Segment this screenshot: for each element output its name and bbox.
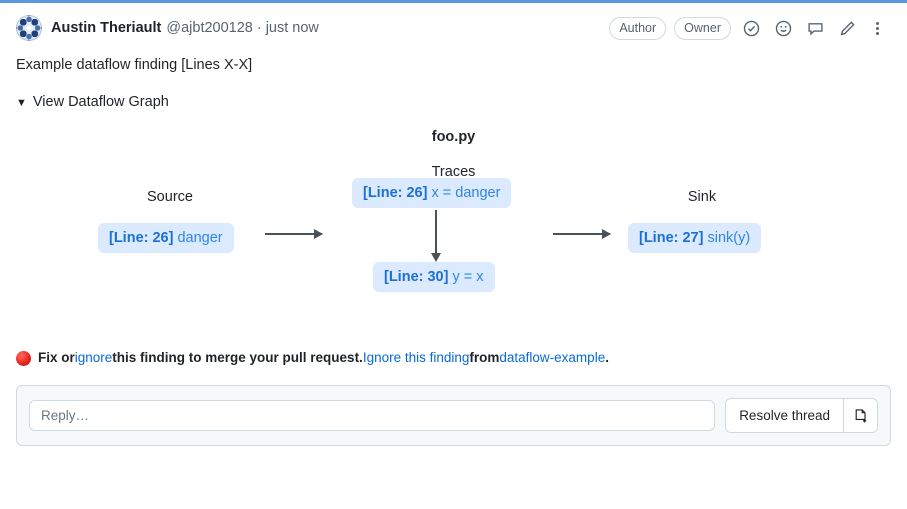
graph-file-label: foo.py: [431, 129, 476, 145]
kebab-icon[interactable]: [869, 16, 885, 40]
graph-node-sink-code: sink(y): [707, 230, 751, 246]
kebab-dot: [875, 31, 879, 35]
badge-author: Author: [609, 16, 667, 40]
pencil-icon[interactable]: [835, 16, 859, 40]
resolve-thread-button[interactable]: Resolve thread: [726, 399, 843, 432]
graph-node-source[interactable]: [Line: 26] danger: [98, 223, 234, 253]
graph-node-source-line: [Line: 26]: [109, 230, 174, 246]
author-handle[interactable]: @ajbt200128: [166, 20, 253, 36]
timestamp[interactable]: just now: [265, 20, 319, 36]
graph-node-trace-1-code: x = danger: [431, 185, 501, 201]
avatar[interactable]: [16, 15, 42, 41]
reply-box: Resolve thread: [16, 385, 891, 446]
comment-header: Austin Theriault @ajbt200128 · just now …: [0, 3, 907, 44]
graph-node-trace-2-code: y = x: [452, 269, 484, 285]
graph-node-trace-2[interactable]: [Line: 30] y = x: [373, 262, 495, 292]
comment-body: Example dataflow finding [Lines X-X] ▼ V…: [0, 44, 907, 110]
reply-actions: Resolve thread: [725, 398, 878, 433]
kebab-dot: [875, 21, 879, 25]
graph-arrow-source-to-trace: [265, 229, 323, 239]
graph-node-trace-1[interactable]: [Line: 26] x = danger: [352, 178, 512, 208]
reply-input[interactable]: [29, 400, 716, 431]
view-dataflow-graph-label: View Dataflow Graph: [32, 94, 169, 110]
dataflow-graph: foo.py Traces Source Sink [Line: 26] dan…: [0, 114, 907, 344]
graph-node-trace-2-line: [Line: 30]: [384, 269, 449, 285]
fix-or-ignore-line: Fix or ignore this finding to merge your…: [0, 348, 907, 368]
new-file-icon[interactable]: [843, 399, 877, 432]
author-name[interactable]: Austin Theriault: [51, 20, 162, 36]
meta-separator: ·: [256, 20, 262, 36]
check-circle-icon[interactable]: [739, 16, 763, 40]
graph-sink-label: Sink: [687, 189, 717, 205]
view-dataflow-graph-toggle[interactable]: ▼ View Dataflow Graph: [16, 94, 169, 110]
comment-icon[interactable]: [803, 16, 827, 40]
graph-node-sink[interactable]: [Line: 27] sink(y): [628, 223, 762, 253]
graph-node-trace-1-line: [Line: 26]: [363, 185, 428, 201]
graph-traces-label: Traces: [431, 164, 476, 180]
chevron-down-icon: ▼: [16, 97, 27, 109]
badge-owner: Owner: [674, 16, 731, 40]
graph-node-source-code: danger: [177, 230, 223, 246]
fix-line-text-1: Fix or: [38, 350, 75, 365]
graph-arrow-trace-to-sink: [553, 229, 611, 239]
graph-source-label: Source: [147, 189, 193, 205]
fix-line-text-2: this finding to merge your pull request.: [112, 350, 363, 365]
fix-line-text-4: .: [605, 350, 609, 365]
finding-title: Example dataflow finding [Lines X-X]: [16, 57, 253, 73]
ignore-link[interactable]: ignore: [74, 350, 113, 365]
kebab-dot: [875, 26, 879, 30]
graph-arrow-trace1-to-trace2: [431, 210, 441, 262]
rule-link[interactable]: dataflow-example: [499, 350, 606, 365]
smiley-icon[interactable]: [771, 16, 795, 40]
graph-node-sink-line: [Line: 27]: [639, 230, 704, 246]
red-circle-icon: [16, 350, 31, 366]
fix-line-text-3: from: [469, 350, 500, 365]
ignore-this-finding-link[interactable]: Ignore this finding: [362, 350, 470, 365]
